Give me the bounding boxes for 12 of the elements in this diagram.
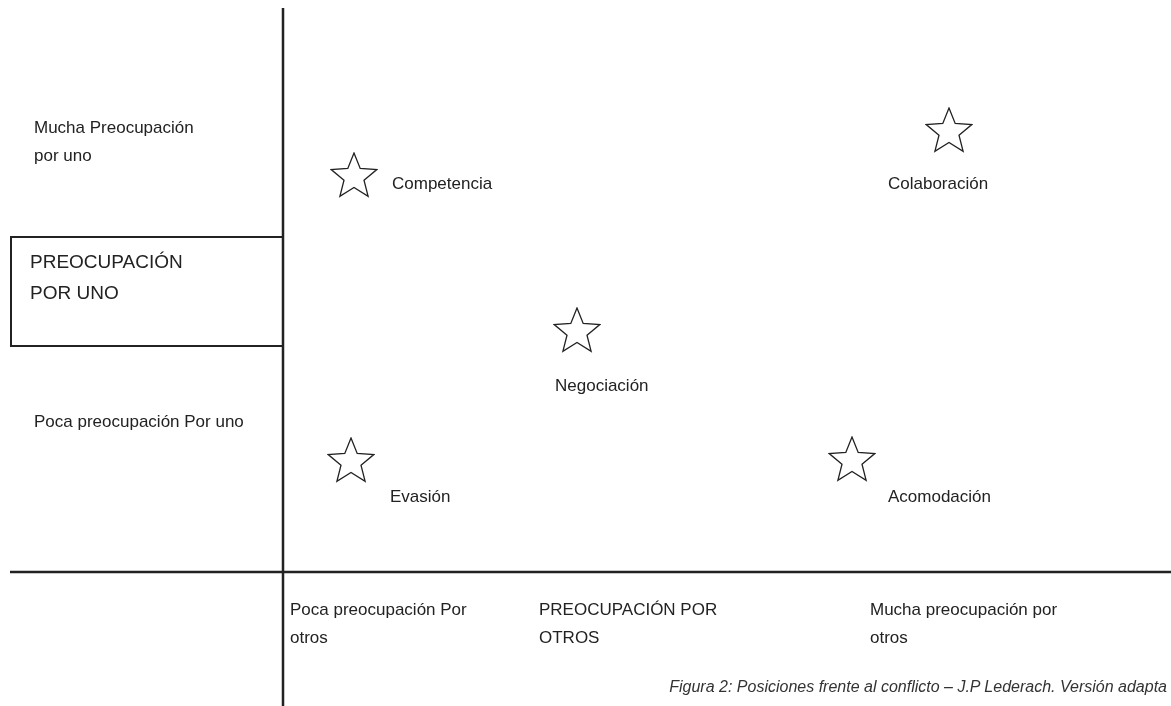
figure-caption: Figura 2: Posiciones frente al conflicto – J.P Lederach. Versión adapta [669,678,1167,696]
position-label: Evasión [390,487,451,507]
axis-level-label: Mucha Preocupación por uno [34,117,194,167]
position-label: Competencia [392,174,493,194]
axis-level-label: Mucha preocupación por otros [870,599,1059,649]
position-label: Negociación [555,376,649,396]
axis-level-label: Poca preocupación Por uno [34,411,245,433]
axis-level-label: Poca preocupación Por otros [290,599,468,649]
position-label: Acomodación [888,487,991,507]
position-label: Colaboración [888,174,989,194]
axis-title-box: PREOCUPACIÓN POR UNO [10,236,283,347]
axis-title: PREOCUPACIÓN POR OTROS [539,599,719,649]
